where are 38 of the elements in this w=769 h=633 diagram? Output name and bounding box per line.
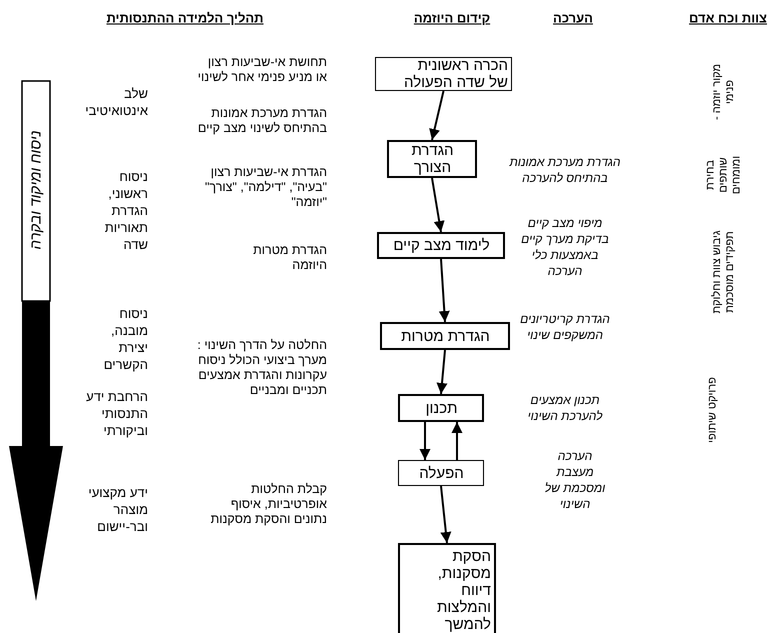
process-box: הכרה ראשונית של שדה הפעולה (375, 57, 512, 91)
stage-text: הרחבת ידע התנסותי וביקורתי (85, 388, 148, 439)
arrow (431, 178, 445, 232)
arrow (452, 422, 462, 460)
stage-text: שלב אינטואיטיבי (84, 85, 148, 119)
column-heading: קידום היוזמה (414, 10, 490, 26)
process-box: הסקת מסקנות, דיווח והמלצות להמשך (398, 543, 496, 633)
arrow (440, 486, 452, 544)
process-box: תכנון (398, 394, 484, 422)
process-box: הפעלה (398, 460, 484, 486)
arrow (420, 422, 430, 460)
stage-text: ידע מקצועי מוצהר ובר-יישום (87, 484, 148, 535)
evaluation-text: מיפוי מצב קיים בדיקת מערך קיים באמצעות כלי הערכה (520, 215, 610, 279)
stage-text: ניסוח מובנה, יצירת הקשרים (102, 305, 148, 373)
process-box: הגדרת הצורך (387, 140, 477, 178)
process-box: הגדרת מטרות (380, 322, 510, 350)
process-text: החלטה על הדרך השינוי : מערך ביצועי הכולל ניסוח עקרונות והגדרת אמצעים תכניים ומבניים (197, 338, 327, 398)
process-text: הגדרת מערכת אמונות בהתיחס לשינוי מצב קיים (197, 106, 327, 136)
process-box: לימוד מצב קיים (377, 232, 505, 259)
process-text: הגדרת אי-שביעות רצון "בעיה", "דילמה", "צורך" "יוזמה" (204, 165, 327, 210)
evaluation-text: הגדרת קריטריונים המשקפים שינוי (519, 311, 611, 343)
process-text: תחושת אי-שביעות רצון או מניע פנימי אחר לשינוי (197, 55, 327, 85)
arrow (438, 258, 450, 322)
arrow (429, 90, 444, 140)
arrow (436, 350, 448, 394)
stage-text: ניסוח ראשוני, הגדרת תאוריות שדה (104, 168, 148, 253)
role-label: מקור יוזמה - פנימי (711, 62, 737, 122)
evaluation-text: הגדרת מערכת אמונות בהתיחס להערכה (508, 154, 622, 186)
evaluation-text: הערכה מעצבת ומסכמת של השינוי (544, 448, 606, 512)
process-text: קבלת החלטות אופרטיביות, איסוף נתונים והסקת מסקנות (210, 482, 327, 527)
role-label: גיבוש צוות וחלוקת תפקידים מוסכמת (711, 229, 737, 316)
column-heading: תהליך הלמידה ההתנסותית (106, 10, 264, 26)
role-label: פרויקט שיתופי (706, 376, 720, 445)
evaluation-text: תכנון אמצעים להערכת השינוי (526, 392, 604, 424)
process-text: הגדרת מטרות היוזמה (252, 243, 327, 273)
role-label: בחירת שותפים ומומחים (704, 154, 744, 196)
column-heading: הערכה (553, 10, 593, 26)
column-heading: צוות וכח אדם (689, 10, 767, 26)
